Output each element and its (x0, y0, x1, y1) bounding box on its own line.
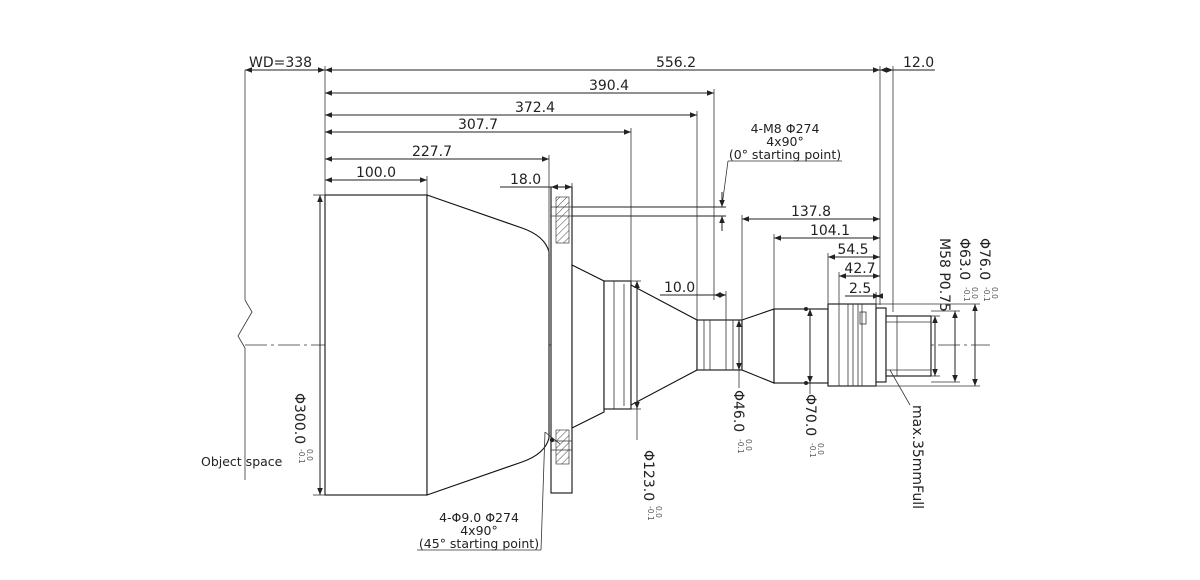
dim-10: 10.0 (664, 280, 695, 296)
ring-76 (827, 303, 877, 387)
bottom-note-line1: 4-Φ9.0 Φ274 (439, 510, 519, 525)
taper-section (630, 284, 698, 406)
label-phi76: Φ76.0 0.0 -0.1 (976, 238, 999, 302)
bottom-note-line2: 4x90° (460, 523, 498, 538)
label-phi70: Φ70.0 0.0 -0.1 (802, 394, 825, 458)
phi46-value: Φ46.0 (730, 390, 746, 432)
label-phi63: Φ63.0 0.0 -0.1 (956, 238, 979, 302)
dim-372: 372.4 (515, 100, 555, 116)
bottom-hole-note: 4-Φ9.0 Φ274 4x90° (45° starting point) (417, 431, 546, 551)
label-phi46: Φ46.0 0.0 -0.1 (730, 390, 753, 454)
dim-390: 390.4 (589, 78, 629, 94)
mounting-flange (544, 186, 573, 494)
top-dimensions: WD=338 556.2 12.0 390.4 372.4 307.7 227.… (245, 55, 935, 320)
phi70-tol-lower: -0.1 (808, 443, 817, 458)
phi300-tol-upper: 0.0 (305, 449, 314, 461)
dim-42: 42.7 (844, 261, 875, 277)
dim-2-5: 2.5 (849, 281, 871, 297)
dim-18: 18.0 (510, 172, 541, 188)
bottom-note-line3: (45° starting point) (419, 536, 539, 551)
rear-dimensions: 137.8 104.1 54.5 42.7 2.5 10.0 (660, 204, 883, 320)
dim-227: 227.7 (412, 144, 452, 160)
dim-104: 104.1 (810, 223, 850, 239)
phi123-tol-upper: 0.0 (654, 506, 663, 518)
top-hole-note: 4-M8 Φ274 4x90° (0° starting point) (572, 121, 842, 231)
dim-total: 556.2 (656, 55, 696, 71)
phi300-value: Φ300.0 (291, 393, 307, 444)
collar-123 (603, 280, 632, 410)
phi76-value: Φ76.0 (976, 238, 992, 280)
dim-12: 12.0 (903, 55, 934, 71)
label-phi123: Φ123.0 0.0 -0.1 (640, 450, 663, 521)
top-note-line1: 4-M8 Φ274 (751, 121, 820, 136)
rear-cone (571, 264, 605, 429)
phi123-tol-lower: -0.1 (646, 506, 655, 521)
phi123-value: Φ123.0 (640, 450, 656, 501)
front-cone (426, 194, 550, 496)
thread-m58 (885, 315, 932, 377)
top-note-line2: 4x90° (766, 134, 804, 149)
diameter-dimensions (313, 194, 980, 496)
phi63-tol-upper: 0.0 (970, 287, 979, 299)
phi70-value: Φ70.0 (802, 394, 818, 436)
top-note-line3: (0° starting point) (729, 147, 841, 162)
phi46-tol-lower: -0.1 (736, 439, 745, 454)
phi70-tol-upper: 0.0 (816, 443, 825, 455)
tube-70 (773, 308, 829, 384)
phi46-tol-upper: 0.0 (744, 439, 753, 451)
rear-mount (875, 307, 887, 383)
phi76-tol-lower: -0.1 (982, 287, 991, 302)
sensor-value: max.35mmFull (909, 405, 925, 509)
tube-46 (696, 319, 743, 371)
flare-section (741, 308, 775, 384)
phi76-tol-upper: 0.0 (990, 287, 999, 299)
object-plane (237, 70, 253, 480)
dim-137: 137.8 (791, 204, 831, 220)
dim-wd: WD=338 (249, 55, 312, 71)
label-phi300: Φ300.0 0.0 -0.1 (291, 393, 314, 464)
lens-body (324, 186, 932, 496)
label-sensor: max.35mmFull (909, 405, 925, 509)
object-space-label: Object space (201, 454, 283, 469)
phi63-value: Φ63.0 (956, 238, 972, 280)
label-thread: M58 P0.75 (936, 238, 952, 312)
dim-54: 54.5 (837, 242, 868, 258)
phi300-tol-lower: -0.1 (297, 449, 306, 464)
dim-100: 100.0 (356, 165, 396, 181)
front-barrel (324, 194, 428, 496)
dim-307: 307.7 (458, 117, 498, 133)
phi63-tol-lower: -0.1 (962, 287, 971, 302)
thread-value: M58 P0.75 (936, 238, 952, 312)
